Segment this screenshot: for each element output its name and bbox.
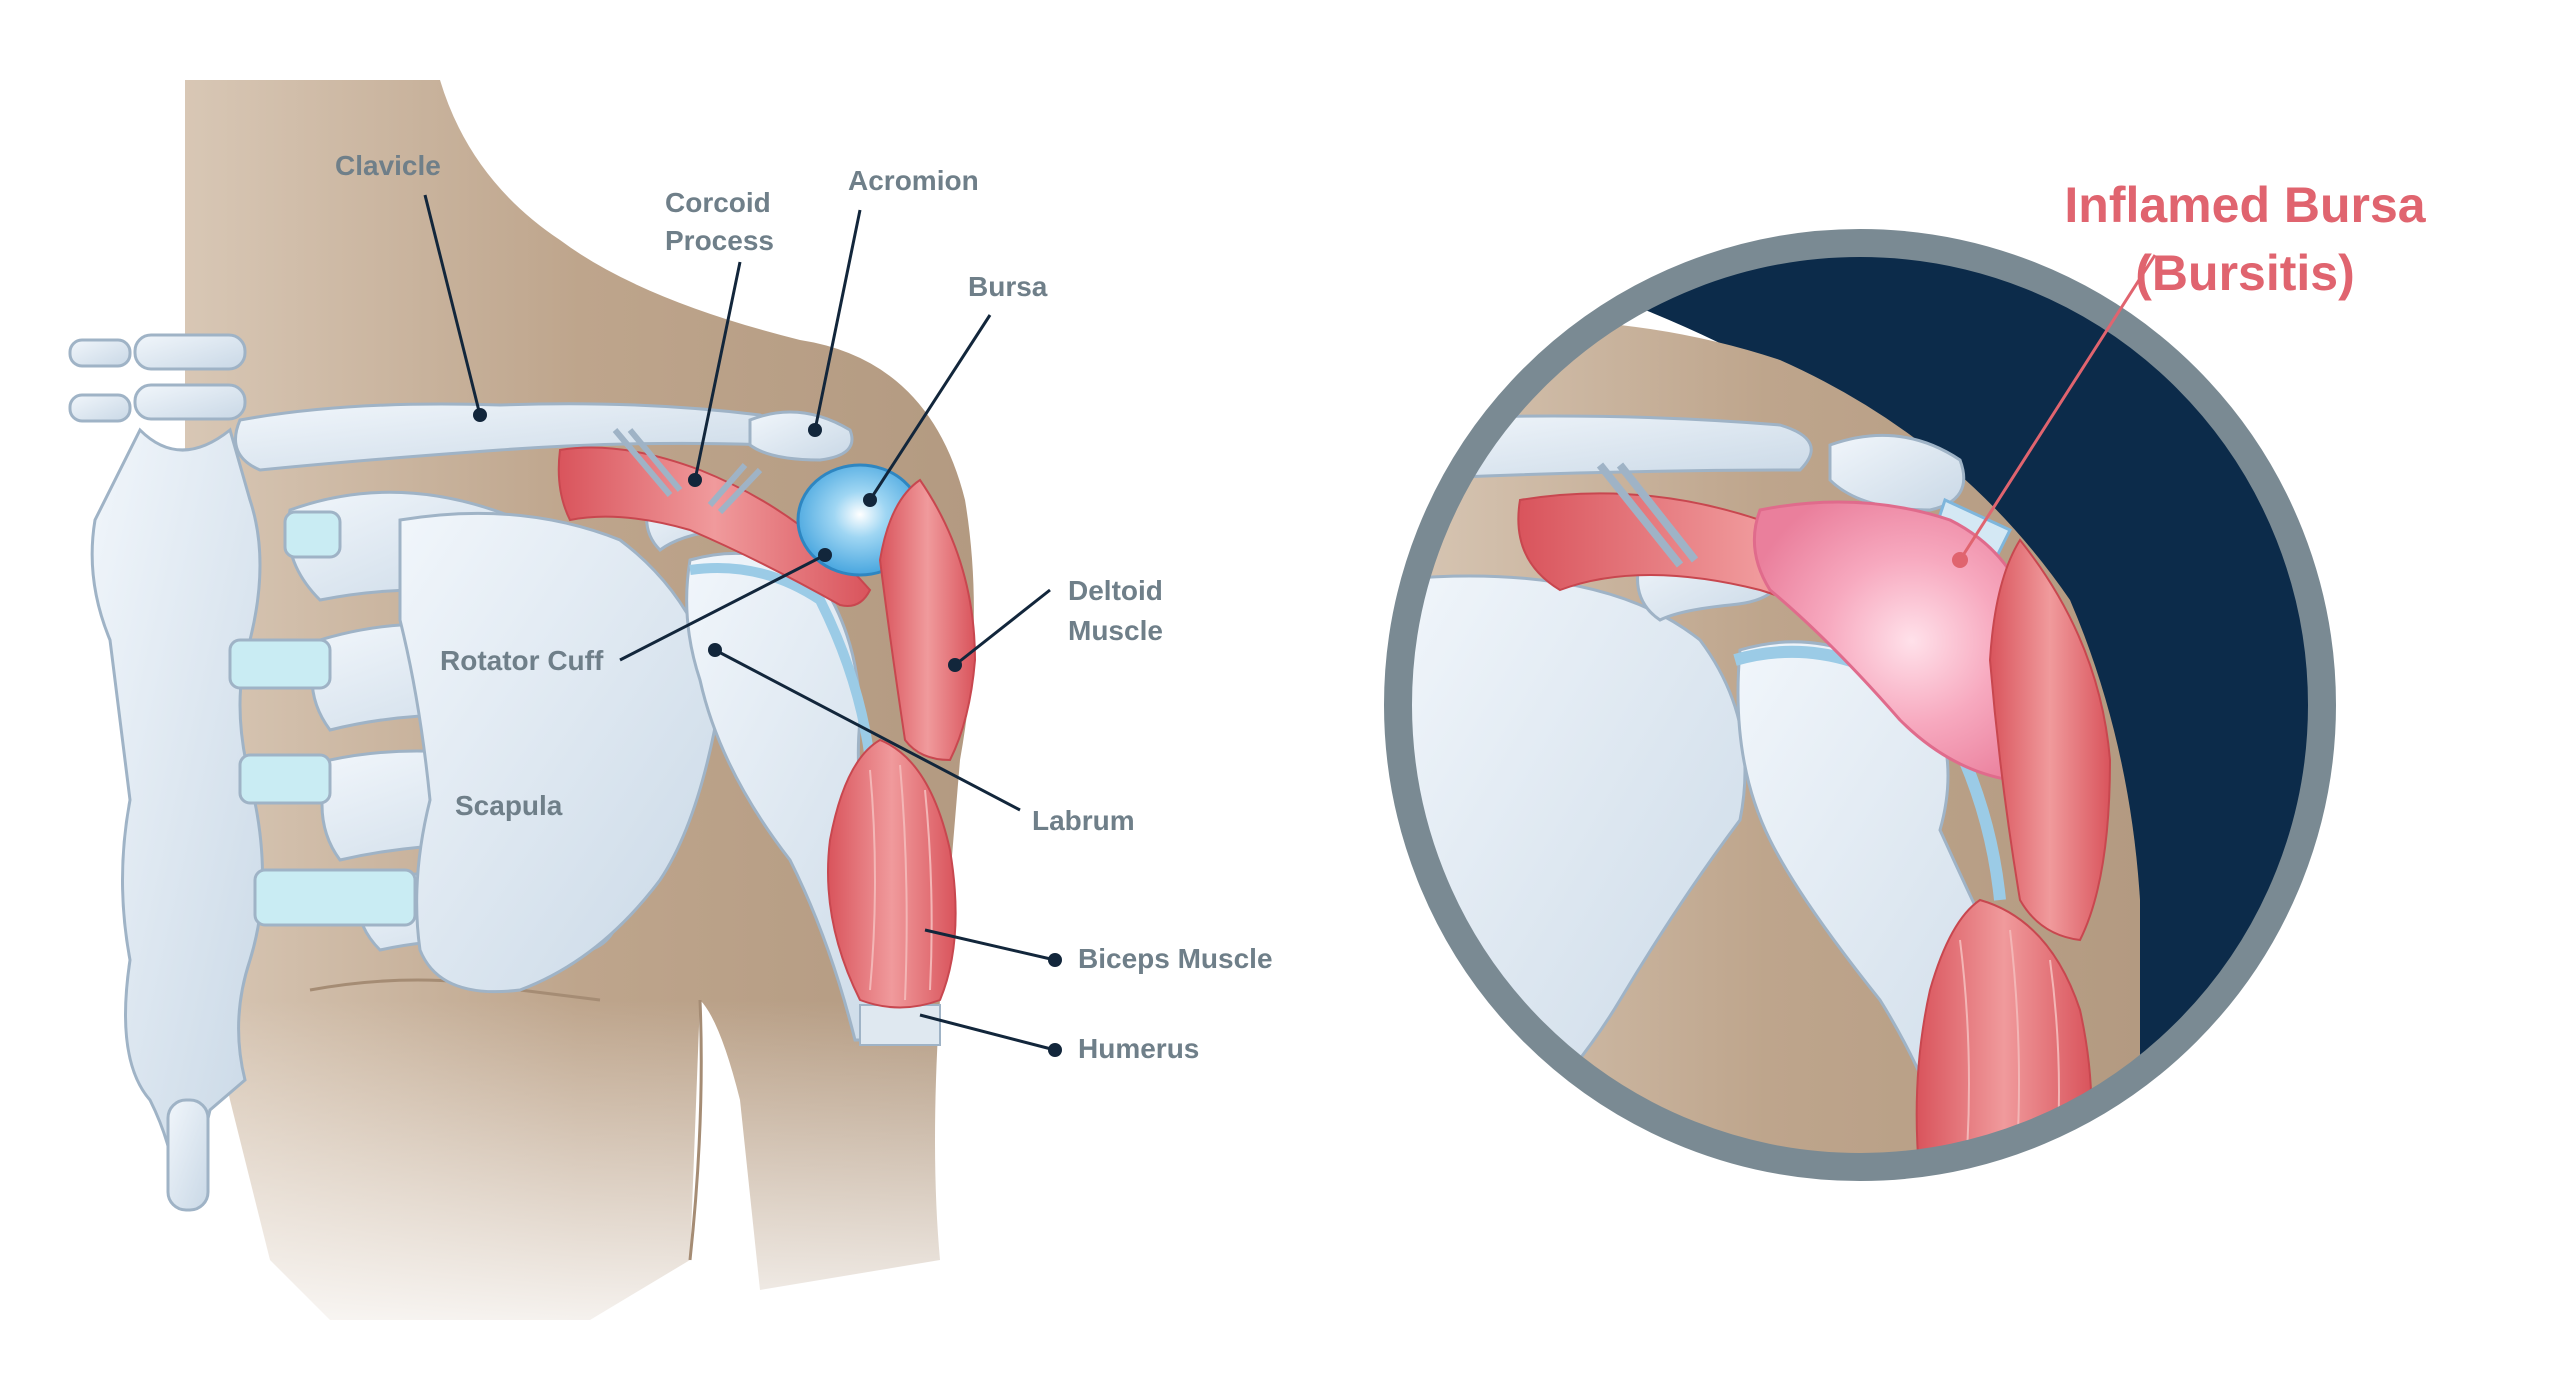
leader-dots bbox=[473, 408, 1062, 1057]
inset-ring bbox=[1384, 229, 2336, 1181]
label-deltoid-line2: Muscle bbox=[1068, 615, 1163, 646]
label-bursa: Bursa bbox=[968, 271, 1048, 302]
label-acromion: Acromion bbox=[848, 165, 979, 196]
label-coracoid-line2: Process bbox=[665, 225, 774, 256]
deltoid-muscle bbox=[878, 478, 977, 762]
inset-title-line2: (Bursitis) bbox=[2135, 245, 2354, 301]
leader-lines bbox=[423, 194, 1056, 1052]
label-clavicle: Clavicle bbox=[335, 150, 441, 181]
label-deltoid-line1: Deltoid bbox=[1068, 575, 1163, 606]
label-coracoid-line1: Corcoid bbox=[665, 187, 771, 218]
label-biceps: Biceps Muscle bbox=[1078, 943, 1273, 974]
scapula bbox=[398, 511, 722, 994]
label-rotator-cuff: Rotator Cuff bbox=[440, 645, 604, 676]
left-illustration: Clavicle Corcoid Process Acromion Bursa … bbox=[68, 80, 1273, 1320]
rotator-cuff bbox=[557, 446, 872, 607]
inset-title-line1: Inflamed Bursa bbox=[2064, 177, 2426, 233]
biceps-muscle bbox=[827, 738, 957, 1009]
label-scapula: Scapula bbox=[455, 790, 563, 821]
label-labrum: Labrum bbox=[1032, 805, 1135, 836]
label-humerus: Humerus bbox=[1078, 1033, 1199, 1064]
acromion bbox=[748, 410, 854, 462]
tendons bbox=[612, 428, 763, 515]
bursitis-inset: Inflamed Bursa (Bursitis) bbox=[1384, 177, 2427, 1181]
sternum bbox=[68, 333, 264, 1212]
